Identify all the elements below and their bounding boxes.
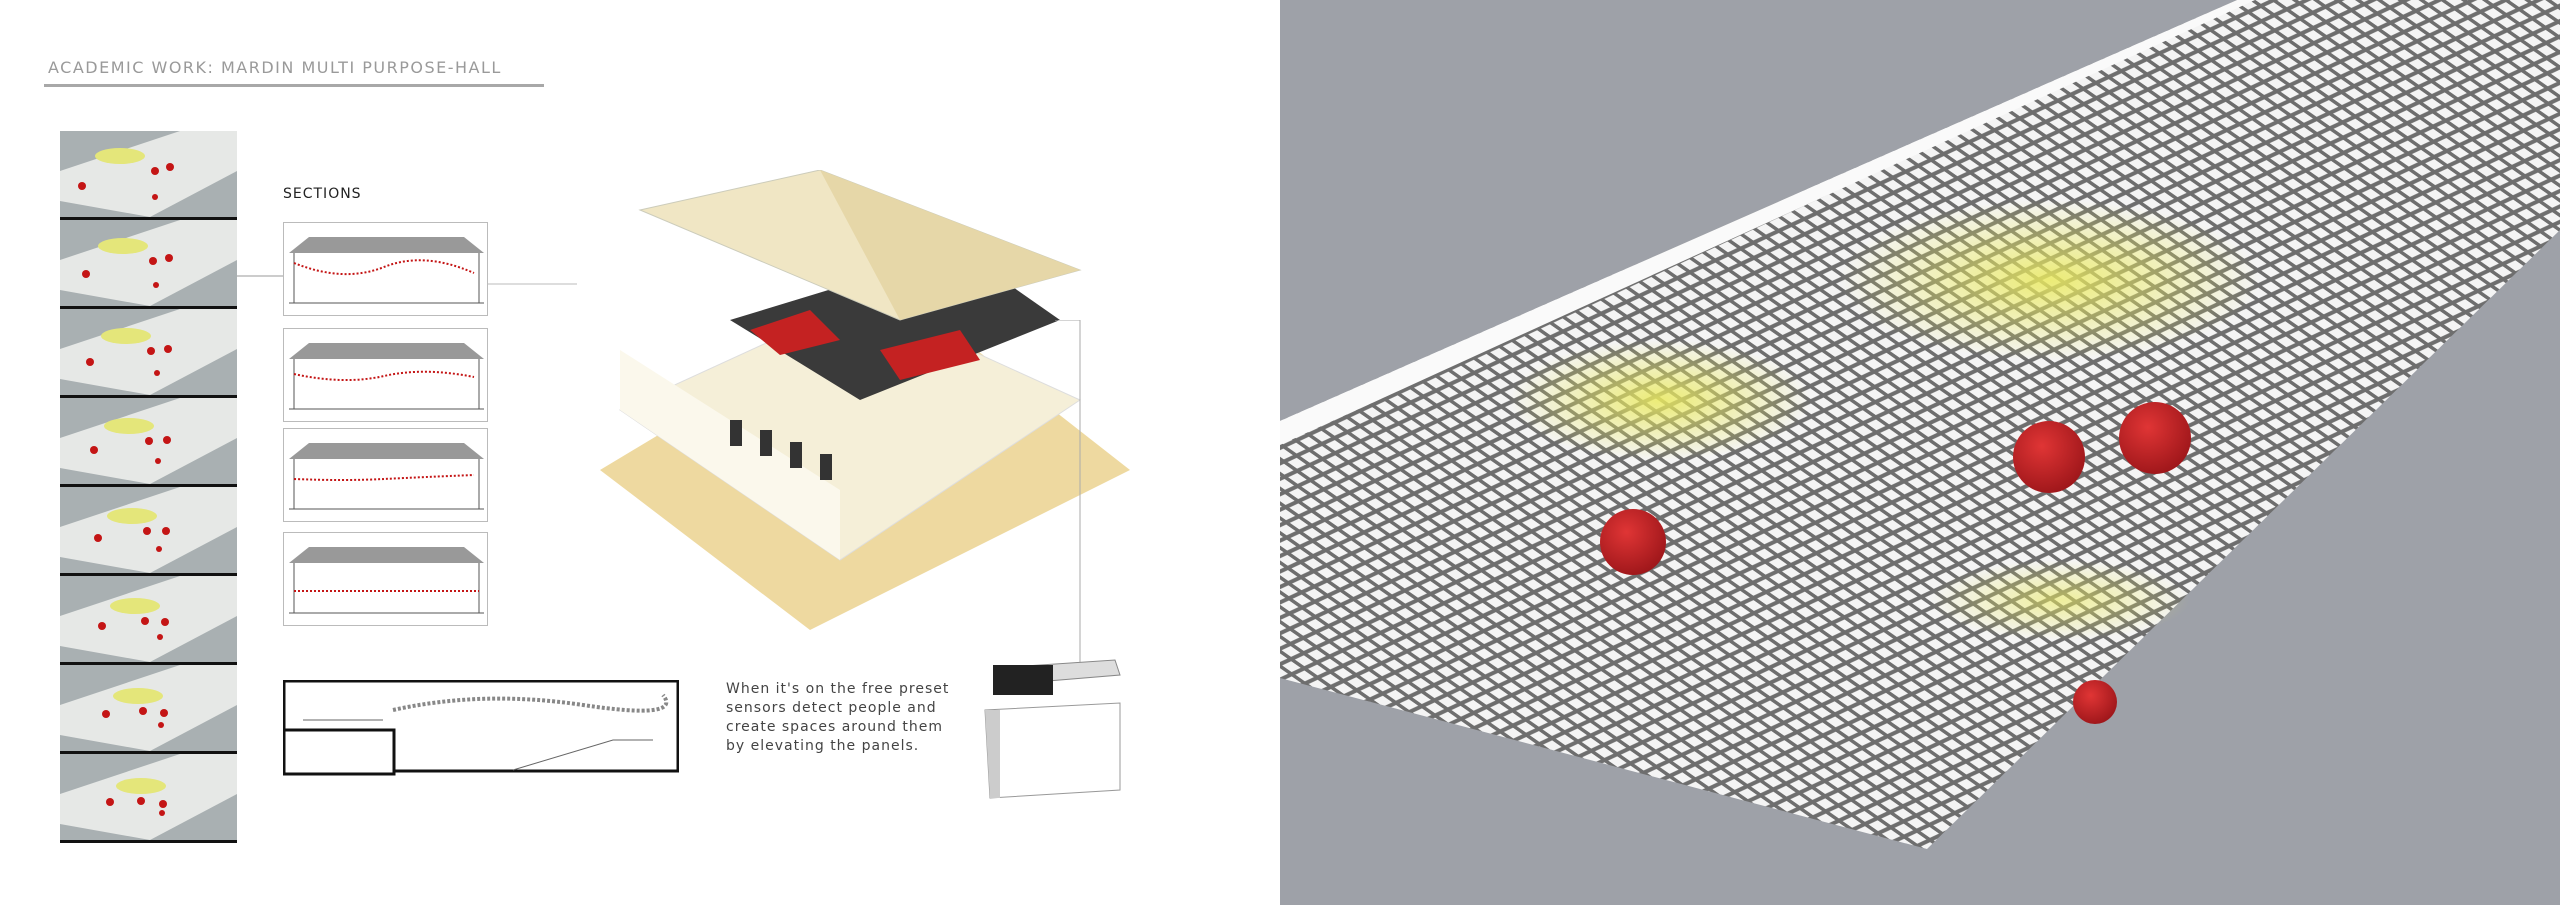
highlight-glow [1930, 560, 2190, 640]
sensor-sphere [1600, 509, 1666, 575]
ceiling-thumbnail [60, 131, 237, 220]
section-drawing [283, 428, 488, 522]
ceiling-thumbnail [60, 487, 237, 576]
ceiling-thumbnail [60, 398, 237, 487]
ceiling-thumbnail [60, 754, 237, 843]
sensor-sphere [2073, 680, 2117, 724]
ceiling-thumbnail [60, 220, 237, 309]
long-section [283, 680, 679, 776]
axonometric-model [600, 170, 1130, 630]
highlight-glow [1840, 200, 2260, 360]
leader-line [237, 275, 577, 285]
title-underline [44, 84, 544, 87]
sensor-detail [984, 320, 1121, 799]
sensor-sphere [2119, 402, 2191, 474]
section-drawing [283, 532, 488, 626]
section-drawing [283, 328, 488, 422]
ceiling-thumbnail [60, 665, 237, 754]
ceiling-render [1280, 0, 2560, 905]
left-page: ACADEMIC WORK: MARDIN MULTI PURPOSE-HALL… [0, 0, 1280, 905]
highlight-glow [1510, 340, 1810, 460]
ceiling-thumbnail [60, 309, 237, 398]
section-drawing [283, 222, 488, 316]
responsive-ceiling-grid [1280, 0, 2560, 849]
sensor-sphere [2013, 421, 2085, 493]
description-text: When it's on the free preset sensors det… [726, 681, 950, 754]
sections-label: SECTIONS [283, 186, 362, 202]
ceiling-thumbnail [60, 576, 237, 665]
page-title: ACADEMIC WORK: MARDIN MULTI PURPOSE-HALL [48, 58, 502, 77]
